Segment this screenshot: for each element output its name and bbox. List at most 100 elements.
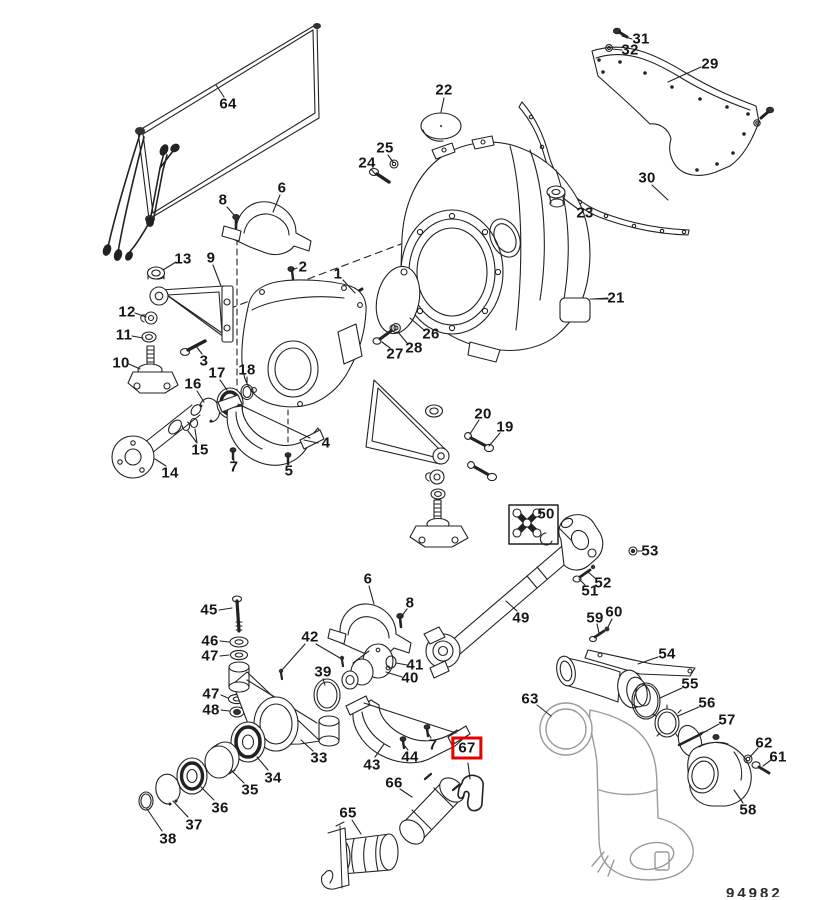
part-45-bolt xyxy=(231,595,243,633)
part-62-washer xyxy=(743,754,753,764)
callout-6[interactable]: 6 xyxy=(363,570,373,588)
callout-53[interactable]: 53 xyxy=(641,542,659,560)
bracket-right xyxy=(365,379,450,465)
callout-4[interactable]: 4 xyxy=(321,434,331,452)
callout-28[interactable]: 28 xyxy=(405,339,423,357)
part-55-o-ring xyxy=(631,682,661,720)
part-50-u-joint-box xyxy=(508,504,559,546)
callout-48[interactable]: 48 xyxy=(202,701,220,719)
part-40-coupler xyxy=(341,643,394,690)
callout-63[interactable]: 63 xyxy=(521,690,539,708)
part-38-o-ring xyxy=(138,791,154,811)
callout-14[interactable]: 14 xyxy=(161,464,179,482)
callout-21[interactable]: 21 xyxy=(607,289,625,307)
part-64-wiring-panel xyxy=(135,23,321,223)
callout-62[interactable]: 62 xyxy=(755,734,773,752)
callout-36[interactable]: 36 xyxy=(211,799,229,817)
callout-44[interactable]: 44 xyxy=(401,748,419,766)
callout-59[interactable]: 59 xyxy=(586,609,604,627)
part-64-cables xyxy=(102,133,180,261)
callout-23[interactable]: 23 xyxy=(576,204,594,222)
part-31-screw xyxy=(612,27,629,39)
callout-34[interactable]: 34 xyxy=(264,769,282,787)
callout-64[interactable]: 64 xyxy=(219,95,237,113)
part-9-bracket xyxy=(149,285,234,343)
callout-50[interactable]: 50 xyxy=(537,505,555,523)
callout-33[interactable]: 33 xyxy=(310,749,328,767)
part-59-60-screws xyxy=(589,626,610,643)
callout-49[interactable]: 49 xyxy=(512,609,530,627)
callout-30[interactable]: 30 xyxy=(638,169,656,187)
callout-57[interactable]: 57 xyxy=(718,711,736,729)
callout-8[interactable]: 8 xyxy=(405,594,415,612)
callout-20[interactable]: 20 xyxy=(474,405,492,423)
callout-32[interactable]: 32 xyxy=(621,41,639,59)
callout-26[interactable]: 26 xyxy=(422,325,440,343)
callout-16[interactable]: 16 xyxy=(184,375,202,393)
part-19-bolt xyxy=(467,443,498,482)
part-8-screw-upper xyxy=(232,214,240,230)
callout-6[interactable]: 6 xyxy=(277,179,287,197)
part-36-bearing xyxy=(176,757,208,795)
callout-60[interactable]: 60 xyxy=(605,603,623,621)
callout-13[interactable]: 13 xyxy=(174,250,192,268)
callout-1[interactable]: 1 xyxy=(333,265,343,283)
callout-43[interactable]: 43 xyxy=(363,756,381,774)
callout-56[interactable]: 56 xyxy=(698,694,716,712)
callout-51[interactable]: 51 xyxy=(581,582,599,600)
part-8-screw-lower xyxy=(396,613,404,629)
part-47-washer-upper xyxy=(229,649,249,661)
callout-10[interactable]: 10 xyxy=(112,354,130,372)
callout-35[interactable]: 35 xyxy=(241,781,259,799)
part-25-washer xyxy=(389,159,399,169)
callout-39[interactable]: 39 xyxy=(314,663,332,681)
callout-8[interactable]: 8 xyxy=(218,191,228,209)
part-28-washer xyxy=(391,323,401,333)
callout-31[interactable]: 31 xyxy=(632,30,650,48)
drawing-number: 94982 xyxy=(726,886,783,897)
callout-47[interactable]: 47 xyxy=(201,647,219,665)
callout-12[interactable]: 12 xyxy=(118,303,136,321)
callout-29[interactable]: 29 xyxy=(701,55,719,73)
callout-66[interactable]: 66 xyxy=(385,774,403,792)
callout-37[interactable]: 37 xyxy=(185,816,203,834)
callout-54[interactable]: 54 xyxy=(658,645,676,663)
part-66-hose xyxy=(399,772,465,845)
callout-41[interactable]: 41 xyxy=(406,656,424,674)
callout-2[interactable]: 2 xyxy=(298,258,308,276)
callout-19[interactable]: 19 xyxy=(496,418,514,436)
callout-47[interactable]: 47 xyxy=(202,685,220,703)
callout-27[interactable]: 27 xyxy=(386,345,404,363)
callout-61[interactable]: 61 xyxy=(769,748,787,766)
callout-22[interactable]: 22 xyxy=(435,81,453,99)
callout-25[interactable]: 25 xyxy=(376,139,394,157)
callout-11[interactable]: 11 xyxy=(115,326,133,344)
callout-9[interactable]: 9 xyxy=(206,249,216,267)
callout-45[interactable]: 45 xyxy=(200,601,218,619)
callout-46[interactable]: 46 xyxy=(201,632,219,650)
mount-right xyxy=(409,404,469,548)
callout-7[interactable]: 7 xyxy=(229,458,239,476)
callout-42[interactable]: 42 xyxy=(301,628,319,646)
callout-65[interactable]: 65 xyxy=(339,804,357,822)
callout-5[interactable]: 5 xyxy=(284,462,294,480)
callout-58[interactable]: 58 xyxy=(739,801,757,819)
part-6-clamp-upper xyxy=(221,201,312,256)
part-58-elbow xyxy=(687,734,752,807)
callout-67-highlighted[interactable]: 67 xyxy=(451,736,483,760)
part-63-exhaust-pipe xyxy=(539,702,694,881)
part-41-o-ring xyxy=(385,655,397,669)
callout-18[interactable]: 18 xyxy=(238,361,256,379)
callout-15[interactable]: 15 xyxy=(191,441,209,459)
callout-38[interactable]: 38 xyxy=(159,830,177,848)
callout-40[interactable]: 40 xyxy=(401,669,419,687)
part-51-52-screw xyxy=(572,564,596,583)
callout-52[interactable]: 52 xyxy=(594,574,612,592)
callout-7[interactable]: 7 xyxy=(428,736,438,754)
callout-24[interactable]: 24 xyxy=(358,154,376,172)
part-29-cover-plate xyxy=(591,46,760,176)
callout-3[interactable]: 3 xyxy=(199,352,209,370)
callout-55[interactable]: 55 xyxy=(681,675,699,693)
callout-17[interactable]: 17 xyxy=(208,364,226,382)
